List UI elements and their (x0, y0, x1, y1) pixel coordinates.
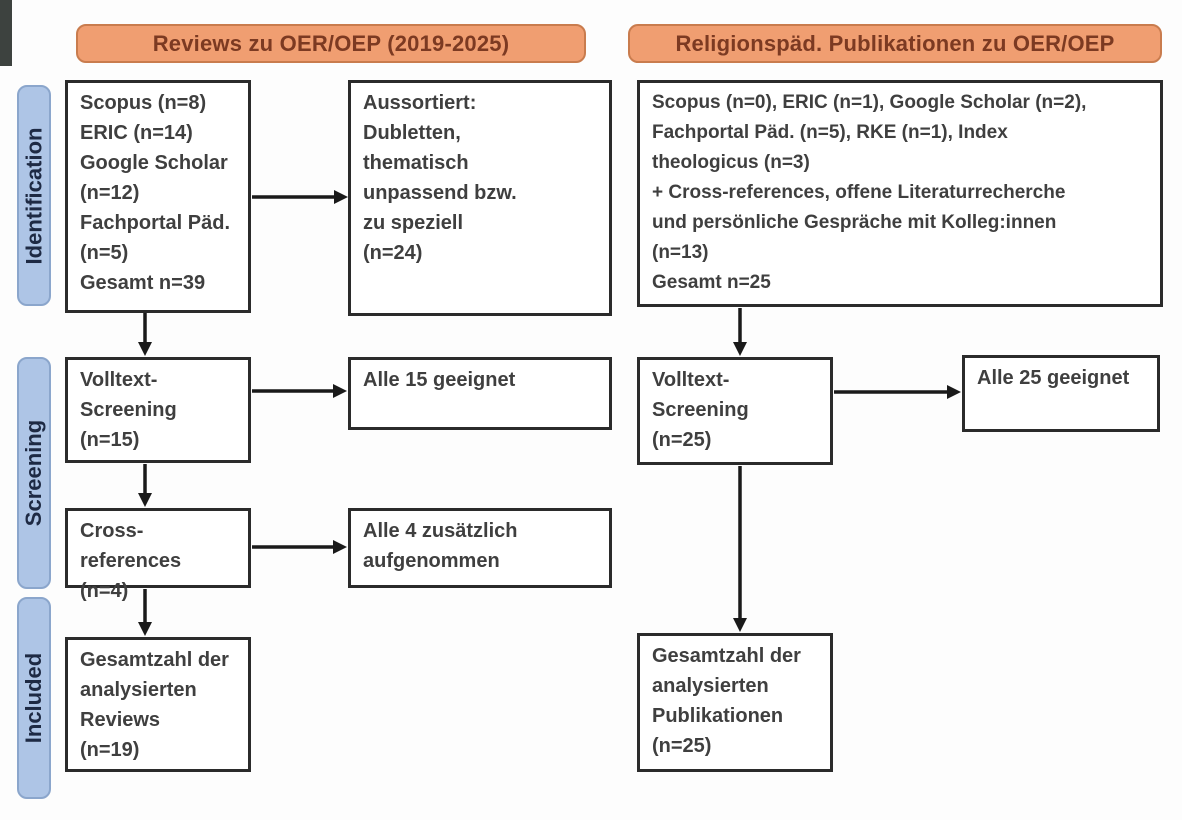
arrow-right-fulltext-to-total (733, 466, 747, 632)
stage-label-screening-text: Screening (21, 419, 46, 527)
column-header-religionspaed: Religionspäd. Publikationen zu OER/OEP (628, 24, 1162, 63)
stage-label-identification: Identification (17, 85, 51, 306)
arrow-left-sources-to-excluded (252, 190, 348, 204)
arrow-left-crossref-to-total (138, 589, 152, 636)
stage-label-included: Included (17, 597, 51, 799)
box-right-eligible: Alle 25 geeignet (962, 355, 1160, 432)
box-left-eligible: Alle 15 geeignet (348, 357, 612, 430)
stage-label-identification-text: Identification (21, 127, 47, 264)
column-header-reviews-label: Reviews zu OER/OEP (2019-2025) (152, 30, 510, 56)
stage-label-screening: Screening (17, 357, 51, 589)
arrow-left-crossref-to-added (252, 540, 347, 554)
box-left-added: Alle 4 zusätzlich aufgenommen (348, 508, 612, 588)
box-left-excluded: Aussortiert: Dubletten, thematisch unpas… (348, 80, 612, 316)
box-left-total-included: Gesamtzahl der analysierten Reviews (n=1… (65, 637, 251, 772)
column-header-religionspaed-label: Religionspäd. Publikationen zu OER/OEP (675, 30, 1115, 56)
box-right-sources: Scopus (n=0), ERIC (n=1), Google Scholar… (637, 80, 1163, 307)
arrow-right-fulltext-to-eligible (834, 385, 961, 399)
arrow-left-sources-to-fulltext (138, 313, 152, 356)
arrow-left-fulltext-to-crossref (138, 464, 152, 507)
box-right-total-included: Gesamtzahl der analysierten Publikatione… (637, 633, 833, 772)
box-left-crossreferences: Cross-references (n=4) (65, 508, 251, 602)
column-header-reviews: Reviews zu OER/OEP (2019-2025) (76, 24, 586, 63)
stage-label-included-text: Included (21, 652, 47, 744)
arrow-right-sources-to-fulltext (733, 308, 747, 356)
box-right-fulltext-screening: Volltext- Screening (n=25) (637, 357, 833, 465)
box-left-fulltext-screening: Volltext- Screening (n=15) (65, 357, 251, 463)
crop-artifact (0, 0, 12, 66)
arrow-left-fulltext-to-eligible (252, 384, 347, 398)
box-left-sources: Scopus (n=8) ERIC (n=14) Google Scholar … (65, 80, 251, 313)
